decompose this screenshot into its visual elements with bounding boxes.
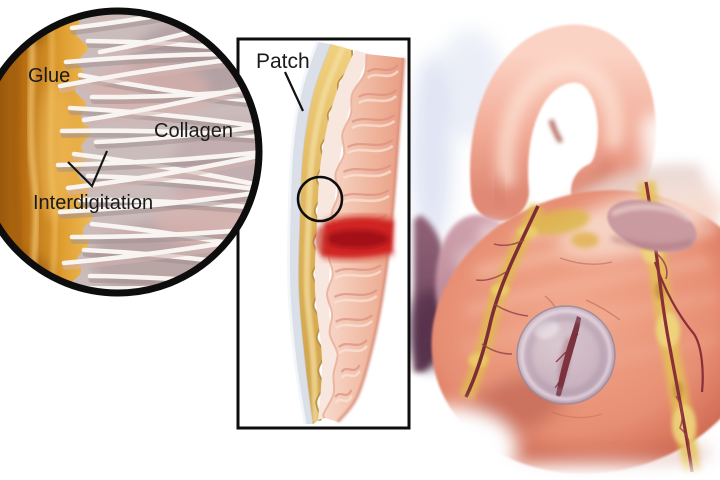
collagen-fiber bbox=[57, 185, 259, 215]
wound-feather bbox=[323, 212, 395, 225]
collagen-fiber bbox=[57, 51, 259, 89]
fiber-shadow bbox=[86, 41, 259, 63]
muscle-fold-light bbox=[347, 144, 394, 155]
muscle-fold bbox=[338, 339, 368, 348]
patch-edge-highlight bbox=[286, 41, 319, 425]
fiber-shadow bbox=[58, 53, 259, 93]
epicardial-fat bbox=[530, 209, 590, 235]
muscle-fold-light bbox=[334, 319, 374, 330]
wound-core bbox=[325, 230, 389, 248]
white-veil bbox=[415, 463, 720, 480]
collagen-fiber bbox=[81, 247, 259, 274]
collagen-fiber bbox=[55, 146, 259, 168]
patch-leader-line bbox=[284, 71, 304, 112]
myocardium-right-edge bbox=[336, 57, 406, 423]
inset-circle-border bbox=[0, 7, 263, 297]
collagen-fiber bbox=[65, 146, 259, 191]
vessel-branch bbox=[653, 261, 704, 393]
collagen-label: Collagen bbox=[154, 120, 233, 142]
vessel-squiggle bbox=[675, 395, 690, 453]
interdigitation-pointer bbox=[67, 150, 109, 188]
fiber-shadow bbox=[64, 53, 259, 69]
muscle-fold bbox=[358, 89, 398, 98]
fiber-shadow bbox=[68, 108, 259, 139]
aorta-shade-left bbox=[491, 175, 508, 211]
disc-inner-shadow bbox=[526, 315, 606, 395]
glue-bright bbox=[37, 80, 73, 220]
aorta-notch bbox=[548, 119, 564, 144]
muscle-fold-light bbox=[334, 395, 353, 404]
muscle-fold-light bbox=[333, 294, 378, 305]
glue-highlight bbox=[303, 45, 346, 423]
muscle-fold-light bbox=[340, 370, 361, 379]
muscle-fold bbox=[340, 189, 390, 199]
collagen-fiber bbox=[69, 223, 259, 240]
interdigitation-label: Interdigitation bbox=[33, 192, 153, 214]
collagen-fiber bbox=[63, 51, 259, 65]
muscle-fold-light bbox=[339, 194, 390, 205]
muscle-fold bbox=[334, 314, 374, 323]
muscle-fold bbox=[351, 114, 396, 123]
patch-membrane bbox=[288, 42, 331, 424]
laceration-smudge bbox=[558, 336, 572, 384]
fiber-shadow bbox=[82, 250, 259, 279]
cross-section-panel: Patch bbox=[236, 37, 411, 430]
collagen-fiber bbox=[67, 105, 259, 134]
heart-patch-disc bbox=[516, 305, 616, 405]
fiber-shadow bbox=[82, 76, 259, 127]
muscle-fold bbox=[366, 64, 399, 73]
wound-seep bbox=[315, 226, 329, 254]
collagen-fiber bbox=[89, 84, 259, 100]
muscle-fold-light bbox=[342, 169, 392, 180]
collagen-fiber bbox=[93, 119, 259, 145]
muscle-fold bbox=[334, 264, 382, 274]
fiber-shadow bbox=[94, 121, 259, 149]
glue-label: Glue bbox=[28, 65, 70, 87]
muscle-fold bbox=[333, 289, 378, 298]
collagen-fiber bbox=[59, 128, 259, 142]
muscle-fold bbox=[342, 164, 392, 174]
appendage-shadow bbox=[611, 236, 693, 249]
wound-feather bbox=[321, 250, 395, 263]
muscle-fold bbox=[334, 389, 353, 398]
coronary-artery-left bbox=[459, 202, 545, 401]
glue-wavy-edge bbox=[311, 49, 354, 421]
muscle-fold-light bbox=[334, 269, 382, 280]
magnifier-circle-annotation bbox=[296, 175, 344, 223]
collagen-fiber bbox=[61, 228, 259, 266]
aorta-highlight bbox=[496, 58, 624, 187]
white-veil bbox=[386, 406, 518, 480]
collagen-fiber bbox=[85, 38, 259, 58]
patch-label: Patch bbox=[256, 50, 310, 73]
fiber-shadow bbox=[58, 187, 259, 219]
left-atrial-appendage bbox=[607, 199, 697, 253]
epicardial-fat bbox=[571, 232, 599, 248]
muscle-fold-light bbox=[351, 119, 396, 130]
collagen-fiber bbox=[81, 73, 259, 123]
fiber-shadow bbox=[56, 148, 259, 172]
muscle-fold-light bbox=[338, 345, 368, 355]
wound-band bbox=[315, 212, 395, 263]
vessel-main bbox=[464, 205, 540, 398]
vessel-branches bbox=[475, 239, 529, 355]
muscle-fold-light bbox=[357, 94, 398, 105]
fiber-shadow bbox=[70, 225, 259, 244]
glue-mass bbox=[0, 11, 94, 293]
fiber-shadow bbox=[62, 231, 259, 270]
collagen-fiber bbox=[85, 173, 259, 196]
wound-laceration bbox=[554, 316, 581, 397]
disc-gloss bbox=[534, 321, 560, 339]
disc-rim-light bbox=[520, 309, 612, 401]
glue-streak bbox=[47, 11, 58, 293]
fiber-shadow bbox=[66, 148, 259, 195]
muscle-fold bbox=[340, 364, 361, 373]
heart-illustration bbox=[386, 24, 720, 480]
appendage-highlight bbox=[610, 204, 692, 223]
endocardium-pale-strip bbox=[314, 50, 369, 420]
muscle-fold bbox=[347, 139, 394, 149]
muscle-fold-light bbox=[366, 70, 399, 80]
